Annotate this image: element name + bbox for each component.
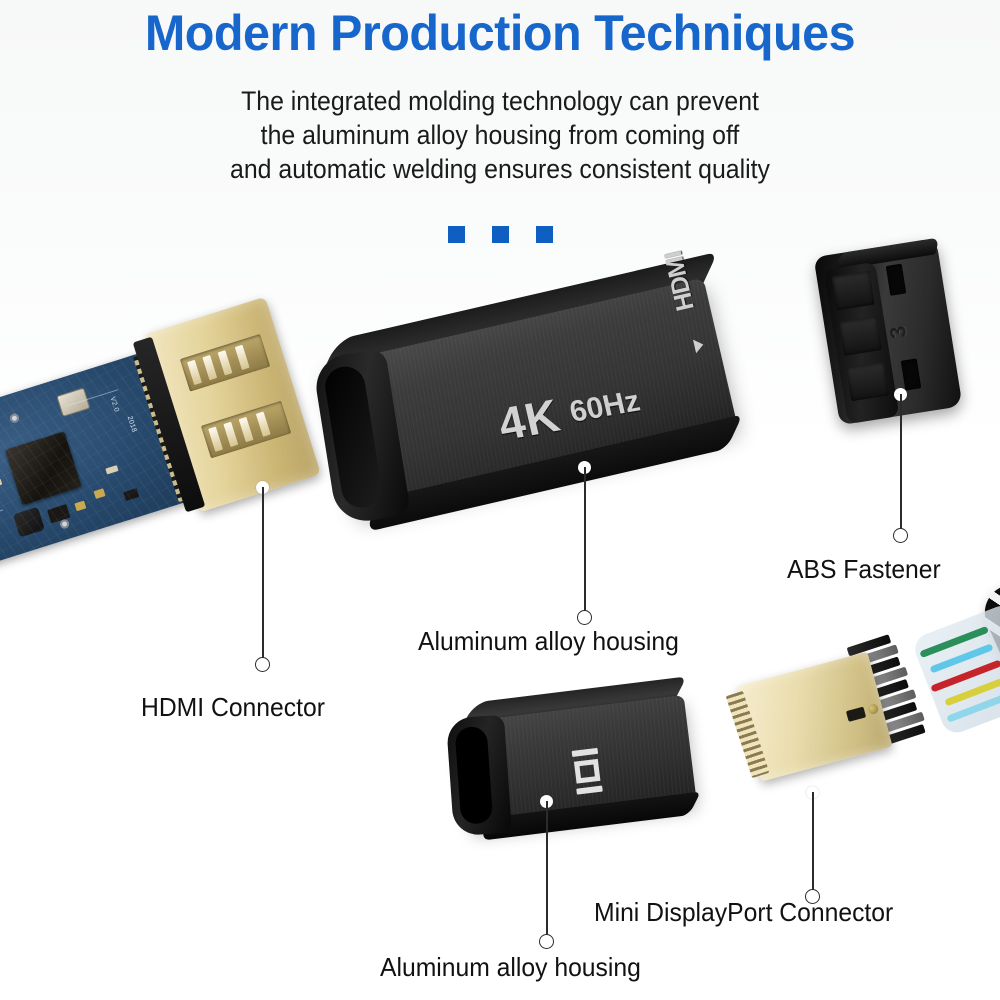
- abs-slot: [900, 358, 922, 391]
- smd-part: [47, 504, 71, 524]
- abs-slot: [885, 263, 907, 296]
- smd-part: [105, 465, 119, 475]
- smd-part: [123, 488, 140, 501]
- callout-end-ring: [539, 934, 555, 949]
- subtitle-line-1: The integrated molding technology can pr…: [241, 86, 759, 116]
- pcb-trace: [0, 509, 4, 527]
- inductor-icon: [12, 506, 45, 538]
- mold-number: 3: [884, 324, 912, 341]
- connector-notch: [845, 706, 867, 722]
- mini-displayport-cable-assembly: [719, 545, 1000, 826]
- refresh-rate-mark: 60Hz: [566, 384, 644, 429]
- callout-stem: [900, 394, 902, 530]
- hdmi-logo-triangle-icon: [692, 337, 705, 354]
- callout-stem: [546, 801, 548, 936]
- smd-part: [74, 500, 87, 512]
- callout-end-ring: [577, 610, 593, 625]
- page-title: Modern Production Techniques: [144, 5, 856, 61]
- hdmi-contact-row: [179, 333, 271, 392]
- callout-stem: [262, 487, 264, 659]
- pcb-trace: [66, 389, 119, 407]
- hdmi-connector-assembly: P7 P9 P10 P12 V2.0 2018: [0, 283, 353, 604]
- callout-end-ring: [893, 528, 909, 543]
- callout-label-aluminum-housing-main: Aluminum alloy housing: [418, 626, 679, 656]
- aluminum-alloy-adapter-main: 4K 60Hz HDMI: [308, 248, 773, 582]
- mounting-hole: [58, 518, 71, 530]
- callout-stem: [584, 467, 586, 612]
- callout-end-ring: [255, 657, 271, 672]
- callout-stem: [812, 792, 814, 891]
- callout-label-hdmi-connector: HDMI Connector: [141, 692, 325, 722]
- resolution-mark: 4K: [493, 388, 565, 451]
- divider-dot-1: [447, 226, 465, 243]
- divider-dot-3: [535, 226, 553, 243]
- mounting-hole: [8, 412, 21, 424]
- aluminum-alloy-adapter-minidp: [443, 675, 719, 865]
- displayport-logo-icon: [568, 747, 607, 795]
- callout-label-abs-fastener: ABS Fastener: [787, 554, 941, 584]
- abs-fastener-part: 3: [802, 227, 981, 434]
- connector-screw-icon: [867, 702, 880, 716]
- mdp-adapter-end-cap: [445, 714, 512, 837]
- subtitle-line-2: the aluminum alloy housing from coming o…: [260, 120, 740, 150]
- smd-part: [0, 478, 3, 489]
- divider-dot-2: [491, 226, 509, 243]
- silkscreen-text: V2.0: [108, 396, 120, 414]
- callout-end-ring: [805, 889, 821, 904]
- page-subtitle: The integrated molding technology can pr…: [40, 84, 960, 186]
- controller-chip-icon: [5, 431, 82, 506]
- hdmi-contact-row: [200, 400, 292, 459]
- abs-fastener-body: 3: [813, 237, 963, 426]
- crystal-oscillator-icon: [56, 387, 91, 418]
- subtitle-line-3: and automatic welding ensures consistent…: [230, 154, 770, 184]
- smd-part: [93, 488, 106, 499]
- divider-dots: [0, 226, 1000, 243]
- silkscreen-text: 2018: [125, 415, 138, 434]
- callout-label-mini-dp-connector: Mini DisplayPort Connector: [594, 897, 894, 927]
- callout-label-aluminum-housing-minidp: Aluminum alloy housing: [380, 952, 641, 982]
